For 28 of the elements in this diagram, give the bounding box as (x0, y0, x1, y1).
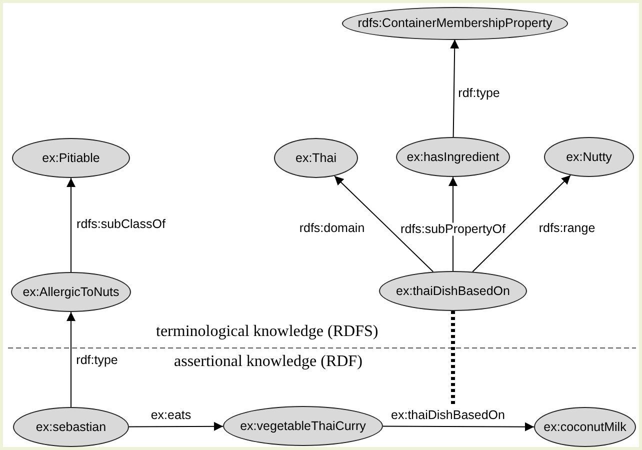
edge-label: rdfs:subClassOf (76, 218, 166, 230)
node-label: ex:AllergicToNuts (22, 284, 120, 301)
arrow (334, 175, 434, 272)
edge-label: ex:thaiDishBasedOn (390, 408, 506, 422)
node-label: ex:Nutty (566, 148, 612, 166)
node-label: rdfs:ContainerMembershipProperty (358, 14, 552, 32)
edge-label: rdf:type (457, 86, 501, 100)
edge-label: rdfs:domain (298, 222, 366, 234)
layer-label: terminological knowledge (RDFS) (155, 324, 380, 340)
arrow (472, 174, 571, 272)
node-label: ex:vegetableThaiCurry (240, 418, 366, 435)
edge-label: rdfs:range (538, 222, 596, 234)
layer-label: assertional knowledge (RDF) (173, 354, 364, 370)
class-ellipse (534, 407, 636, 447)
edge-label: rdf:type (75, 354, 119, 366)
edge-label: ex:eats (150, 408, 192, 422)
arrow (450, 39, 460, 138)
arrow (382, 422, 534, 432)
node-label: ex:Thai (296, 150, 336, 167)
node-label: ex:sebastian (36, 418, 106, 436)
node-label: ex:thaiDishBasedOn (396, 282, 510, 300)
edge-label: rdfs:subPropertyOf (400, 222, 506, 236)
arrow (66, 178, 76, 272)
node-label: ex:hasIngredient (406, 148, 500, 166)
arrow (128, 422, 224, 431)
node-label: ex:Pitiable (42, 150, 100, 167)
arrow (66, 312, 76, 408)
node-label: ex:coconutMilk (544, 418, 626, 436)
